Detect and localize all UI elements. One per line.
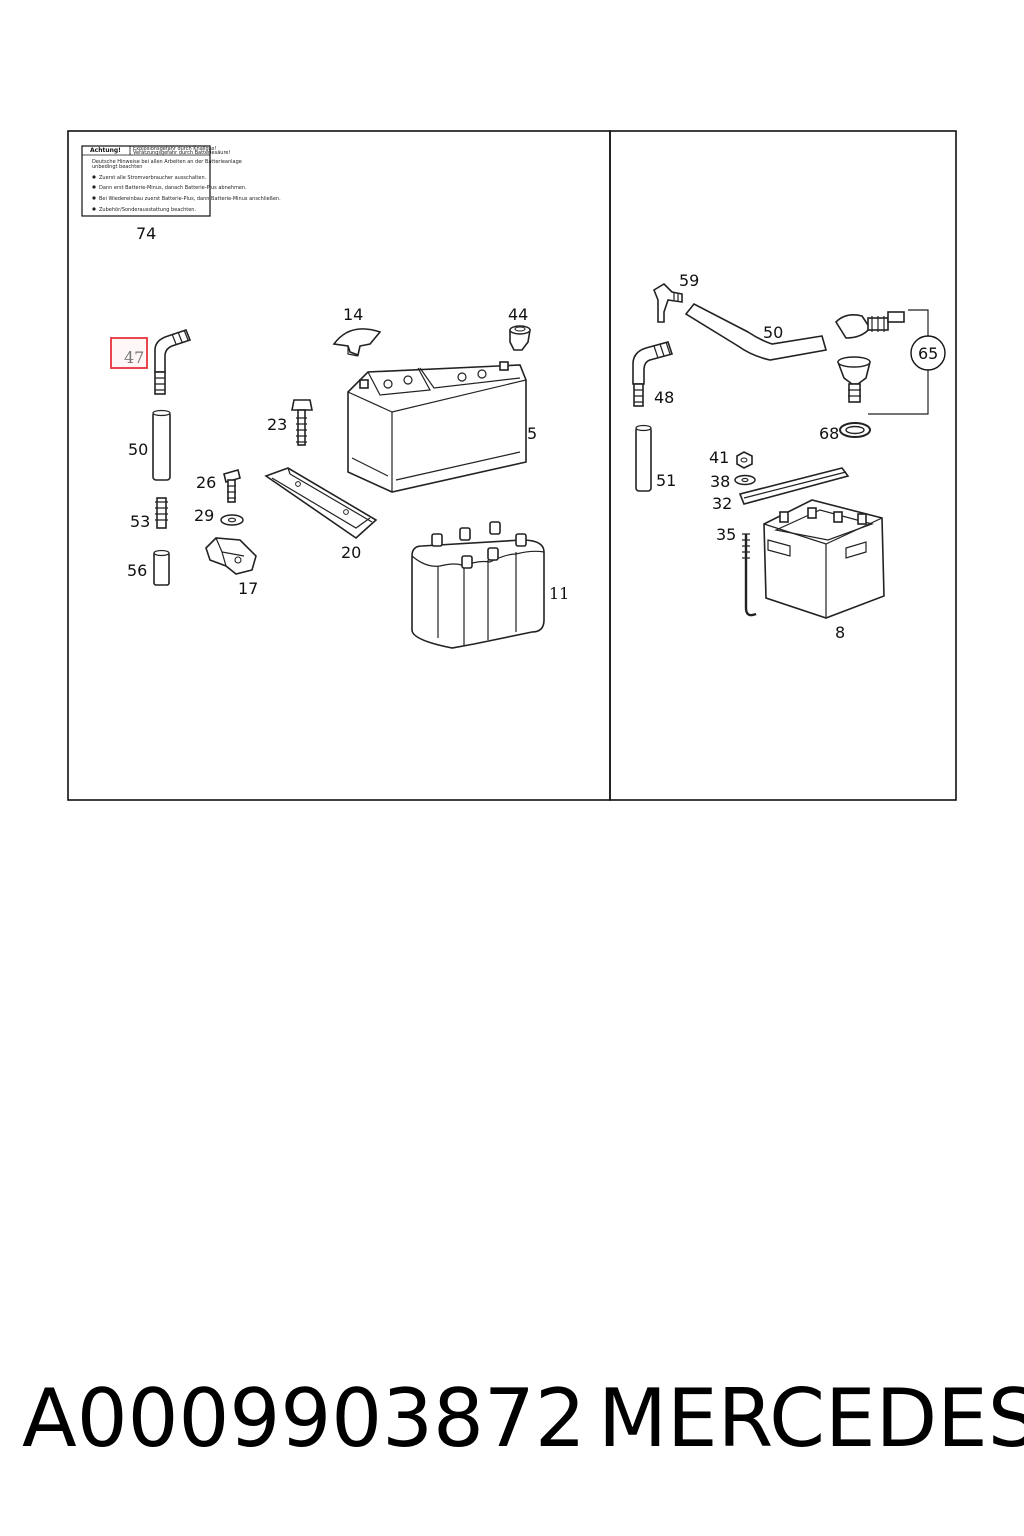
connector-53[interactable] (155, 497, 168, 529)
callout-50-right: 50 (763, 323, 783, 342)
callout-56: 56 (127, 561, 147, 580)
callout-8: 8 (835, 623, 845, 642)
callout-74: 74 (136, 224, 156, 243)
callout-14: 14 (343, 305, 363, 324)
elbow-fitting-47[interactable] (154, 329, 192, 395)
callout-26: 26 (196, 473, 216, 492)
battery-5[interactable] (347, 361, 527, 493)
hold-down-bar-32[interactable] (738, 467, 850, 505)
brand-name: MERCEDES (598, 1372, 1024, 1465)
nut-41[interactable] (736, 451, 753, 469)
callout-47: 47 (124, 348, 144, 367)
elbow-fitting-48[interactable] (632, 341, 674, 407)
warning-line: unbedingt beachten (92, 164, 142, 170)
diagram-frame-right (609, 130, 957, 801)
warning-line: Bei Wiedereinbau zuerst Batterie-Plus, d… (99, 196, 281, 202)
clamp-17[interactable] (205, 537, 257, 575)
callout-41: 41 (709, 448, 729, 467)
bolt-23[interactable] (291, 399, 313, 446)
callout-44: 44 (508, 305, 528, 324)
callout-50-left: 50 (128, 440, 148, 459)
callout-48: 48 (654, 388, 674, 407)
cap-56[interactable] (153, 549, 170, 586)
battery-cells-11[interactable] (411, 521, 545, 649)
j-bolt-35[interactable] (742, 533, 757, 617)
warning-line: Deutsche Hinweise bei allen Arbeiten an … (92, 159, 242, 165)
callout-35: 35 (716, 525, 736, 544)
callout-65: 65 (918, 344, 938, 363)
hose-51[interactable] (635, 424, 652, 492)
warning-line: Dann erst Batterie-Minus, danach Batteri… (99, 185, 247, 191)
warning-line: Zuerst alle Stromverbraucher ausschalten… (99, 175, 207, 181)
hose-50-right[interactable] (684, 302, 828, 361)
vent-assembly-65[interactable] (834, 311, 905, 403)
screw-26[interactable] (223, 469, 241, 503)
callout-5: 5 (527, 424, 537, 443)
warning-label: Achtung! Explosionsgefahr durch Knallgas… (81, 145, 281, 217)
mounting-rail-20[interactable] (264, 467, 378, 540)
callout-51: 51 (656, 471, 676, 490)
warning-heading-right-1: Explosionsgefahr durch Knallgas! (133, 146, 216, 152)
t-fitting-59[interactable] (653, 282, 683, 323)
callout-23: 23 (267, 415, 287, 434)
callout-11: 11 (549, 584, 569, 603)
callout-29: 29 (194, 506, 214, 525)
part-number: A0009903872 (22, 1372, 586, 1465)
hose-50-left[interactable] (152, 409, 171, 481)
warning-heading-left: Achtung! (90, 147, 121, 154)
callout-53: 53 (130, 512, 150, 531)
callout-circle-65 (910, 335, 946, 371)
vent-plug-44[interactable] (509, 325, 531, 351)
terminal-cover-14[interactable] (332, 328, 382, 357)
callout-38: 38 (710, 472, 730, 491)
callout-59: 59 (679, 271, 699, 290)
washer-38[interactable] (734, 474, 756, 486)
callout-17: 17 (238, 579, 258, 598)
battery-8[interactable] (763, 499, 885, 619)
warning-heading-right-2: Verätzungsgefahr durch Batteriesäure! (133, 150, 231, 156)
callout-68: 68 (819, 424, 839, 443)
seal-ring-68[interactable] (839, 422, 871, 438)
washer-29[interactable] (220, 514, 244, 526)
warning-line: Zubehör/Sonderausstattung beachten. (99, 207, 196, 213)
callout-32: 32 (712, 494, 732, 513)
callout-20: 20 (341, 543, 361, 562)
highlight-box-47[interactable] (110, 337, 148, 369)
